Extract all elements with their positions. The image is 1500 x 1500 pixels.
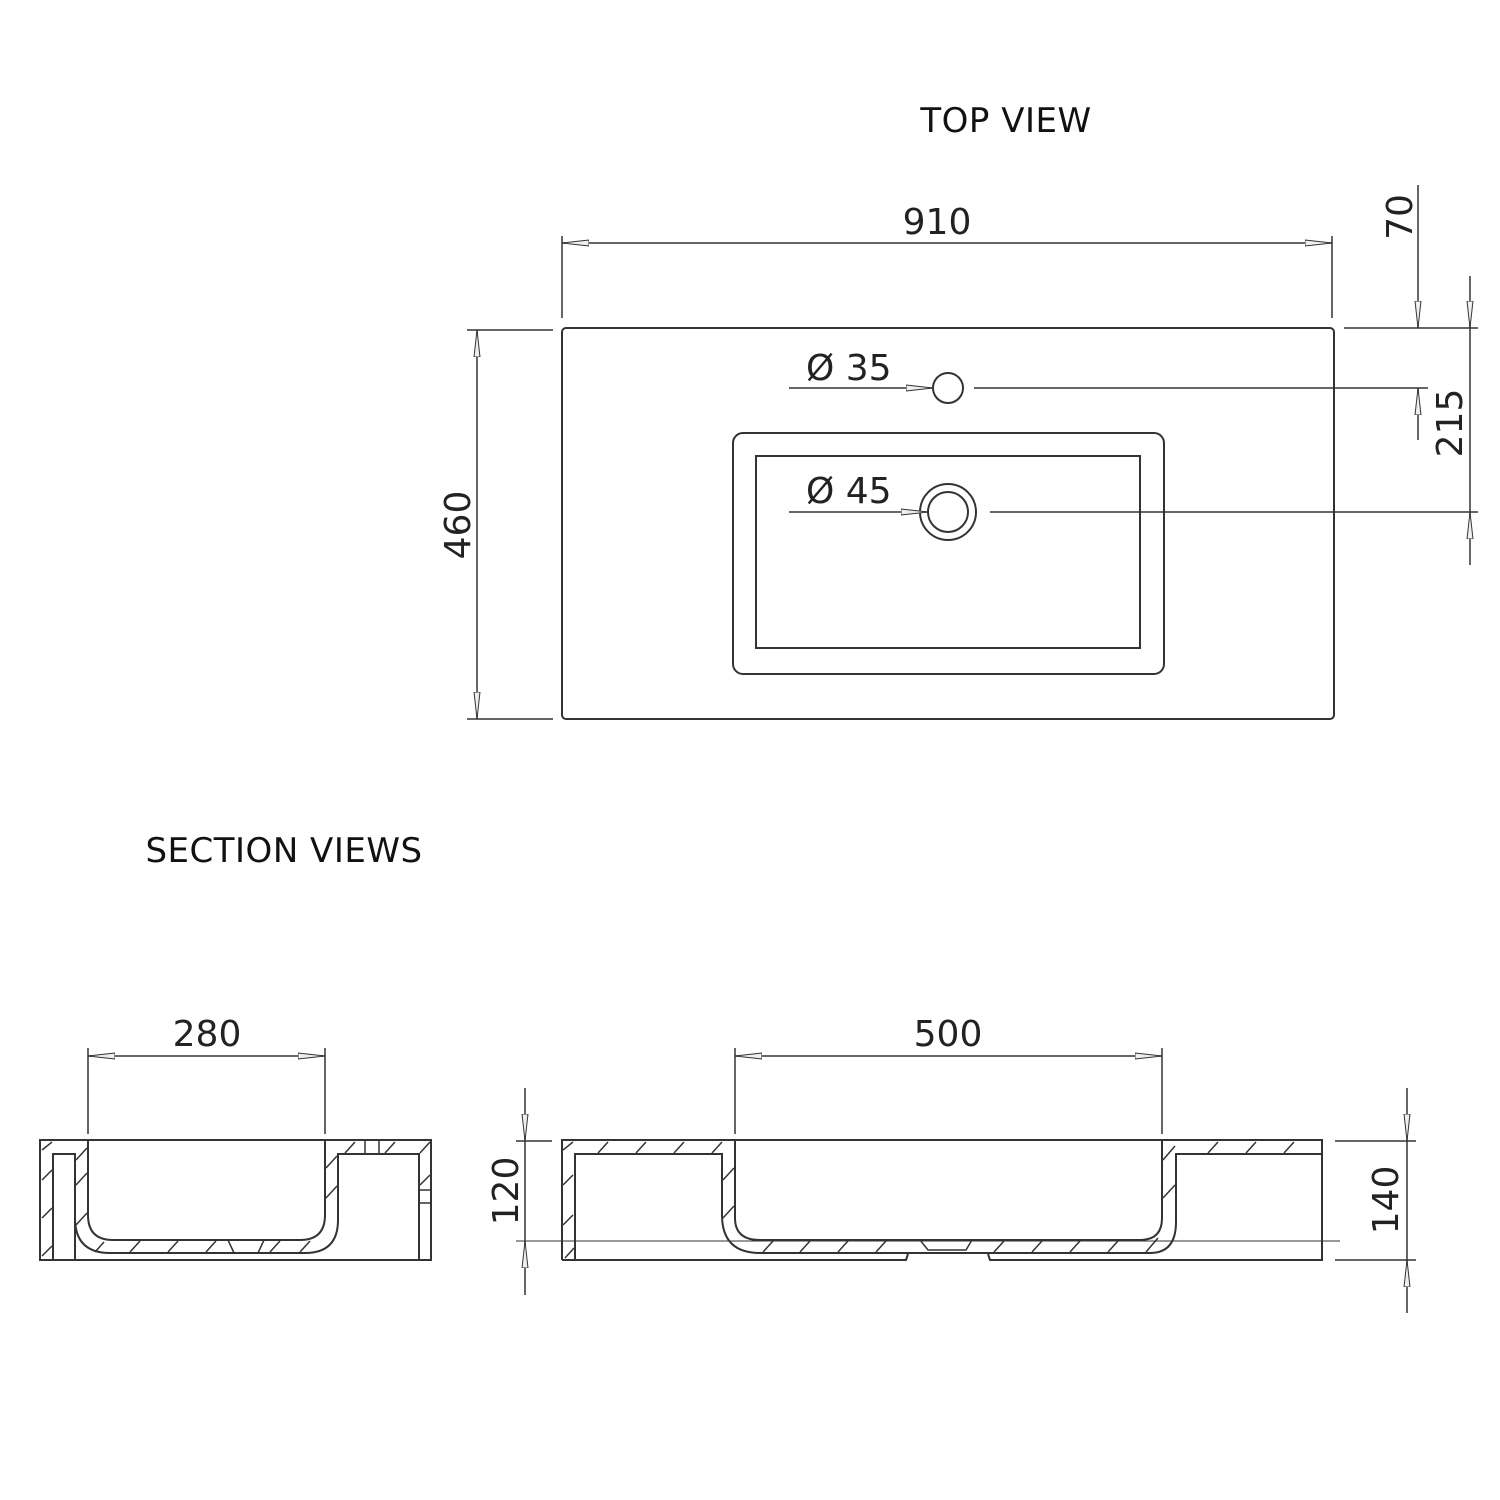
top-view: 910 460 70 215 Ø 35 Ø 45 [438, 185, 1478, 720]
bowl-outer-outline [732, 432, 1165, 675]
dim-waste-diameter: Ø 45 [806, 471, 892, 512]
basin-outline [561, 327, 1335, 720]
top-view-title: TOP VIEW [919, 101, 1091, 141]
waste-inner [927, 491, 969, 533]
dim-overall-width: 910 [903, 202, 972, 243]
dim-tap-diameter: Ø 35 [806, 348, 892, 389]
dim-waste-offset: 215 [1430, 389, 1471, 458]
dim-overall-height: 140 [1366, 1166, 1407, 1235]
tap-hole [932, 372, 964, 404]
dim-tap-offset: 70 [1380, 194, 1421, 240]
section-views-title: SECTION VIEWS [145, 831, 422, 871]
long-section-view: 500 120 140 [486, 1014, 1416, 1313]
dim-bowl-depth: 120 [486, 1157, 527, 1226]
bowl-inner-outline [755, 455, 1141, 649]
short-section-view: 280 [39, 1014, 432, 1261]
dim-overall-depth: 460 [438, 491, 479, 560]
dim-short-bowl-width: 280 [173, 1014, 242, 1055]
dim-long-bowl-width: 500 [914, 1014, 983, 1055]
